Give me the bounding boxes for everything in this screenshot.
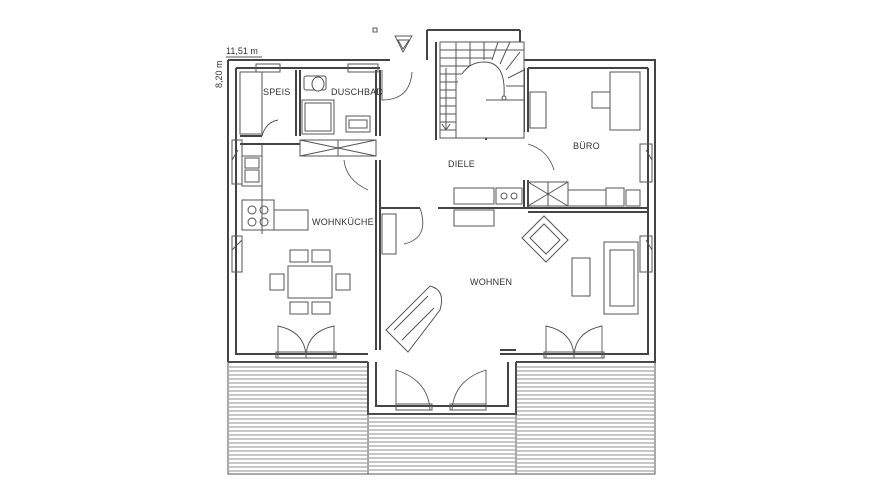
room-label-buero: BÜRO xyxy=(573,141,600,151)
doors xyxy=(261,70,605,411)
room-label-wohnkueche: WOHNKÜCHE xyxy=(312,217,374,227)
staircase xyxy=(372,27,525,139)
depth-dimension: 8,20 m xyxy=(214,60,224,88)
room-label-duschbad: DUSCHBAD xyxy=(331,87,383,97)
room-label-speis: SPEIS xyxy=(263,87,291,97)
width-dimension: 11,51 m xyxy=(226,46,258,56)
terrace-decking xyxy=(227,361,656,475)
office-furniture xyxy=(527,71,641,207)
room-label-wohnen: WOHNEN xyxy=(470,277,512,287)
room-label-diele: DIELE xyxy=(448,159,475,169)
bathroom-fixtures xyxy=(239,71,377,157)
living-furniture xyxy=(385,215,639,353)
diele-fixtures xyxy=(381,187,523,255)
kitchen-units xyxy=(241,144,309,234)
dining-table xyxy=(269,249,351,315)
